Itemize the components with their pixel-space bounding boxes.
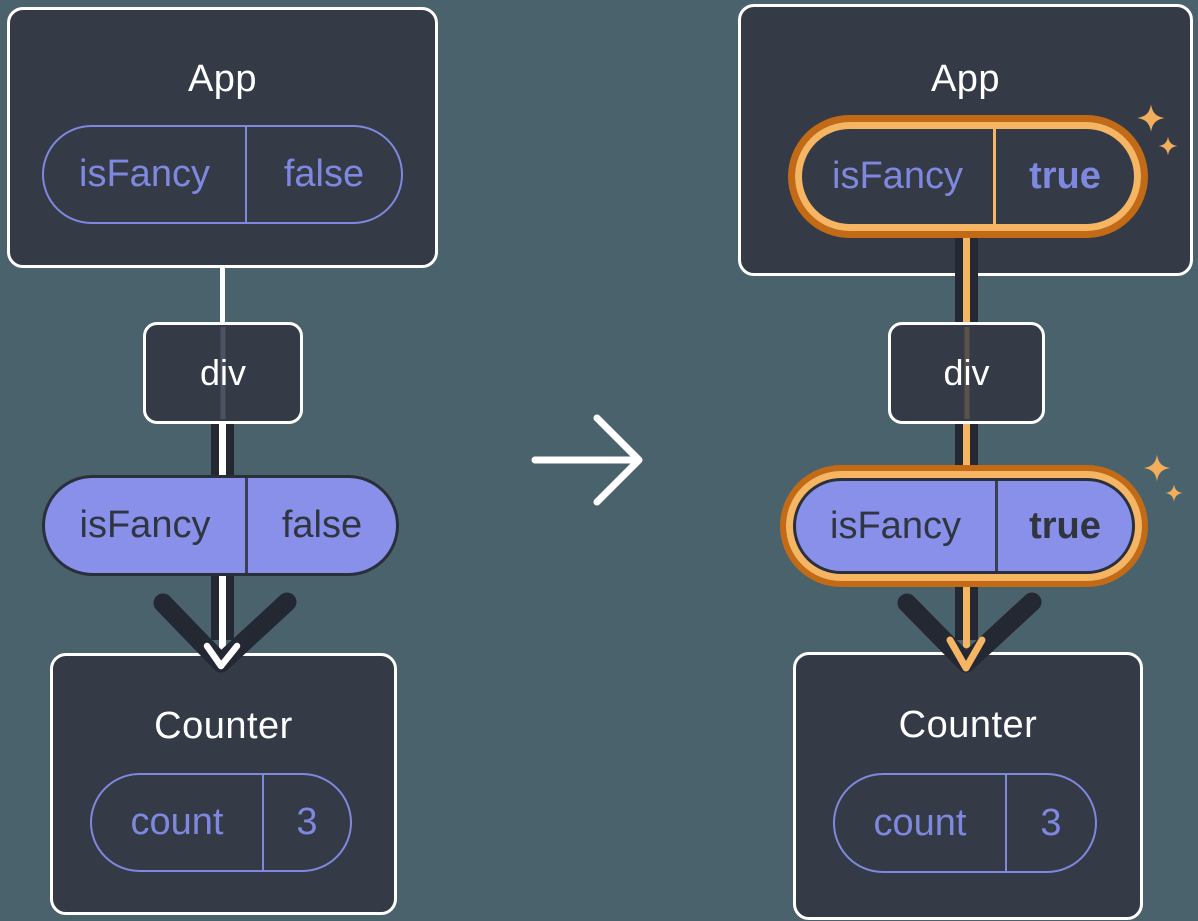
component-title: App (930, 58, 1001, 100)
component-title: Counter (154, 705, 293, 747)
connector-app-div (220, 266, 225, 326)
down-arrow-icon (153, 592, 297, 673)
prop-value: false (283, 153, 365, 195)
element-label: div (199, 352, 247, 393)
flow-trace (220, 327, 226, 419)
down-arrow-icon (897, 592, 1042, 673)
flow-line-core-highlight (962, 236, 970, 326)
highlight-ring: isFancy true (786, 471, 1142, 581)
counter-state-pill: count 3 (90, 773, 352, 872)
prop-name: isFancy (45, 478, 248, 573)
prop-name: isFancy (796, 481, 998, 571)
component-title: Counter (898, 704, 1038, 746)
sparkles-icon (1143, 454, 1183, 502)
passed-prop-pill: isFancy true (793, 478, 1135, 574)
sparkles-icon (1137, 104, 1178, 156)
passed-prop-pill-highlight: isFancy true (780, 465, 1148, 587)
prop-value: true (1029, 155, 1101, 197)
div-element-box: div (143, 322, 303, 424)
flow-trace (964, 327, 969, 419)
state-name: count (92, 775, 264, 870)
app-prop-pill-highlight: isFancy true (788, 115, 1148, 238)
div-element-box: div (888, 322, 1045, 424)
counter-state-pill: count 3 (833, 773, 1097, 873)
state-name: count (835, 775, 1007, 871)
component-title: App (187, 58, 258, 100)
state-value: 3 (296, 801, 318, 843)
app-prop-pill: isFancy true (802, 129, 1134, 224)
prop-name: isFancy (802, 129, 996, 224)
app-prop-pill: isFancy false (42, 125, 403, 224)
state-value: 3 (1040, 801, 1062, 844)
highlight-ring: isFancy true (795, 122, 1141, 231)
passed-prop-pill: isFancy false (42, 475, 399, 576)
right-arrow-icon (531, 414, 643, 506)
element-label: div (943, 352, 990, 393)
prop-value: false (281, 504, 363, 546)
prop-value: true (1029, 504, 1101, 547)
prop-name: isFancy (44, 127, 247, 222)
